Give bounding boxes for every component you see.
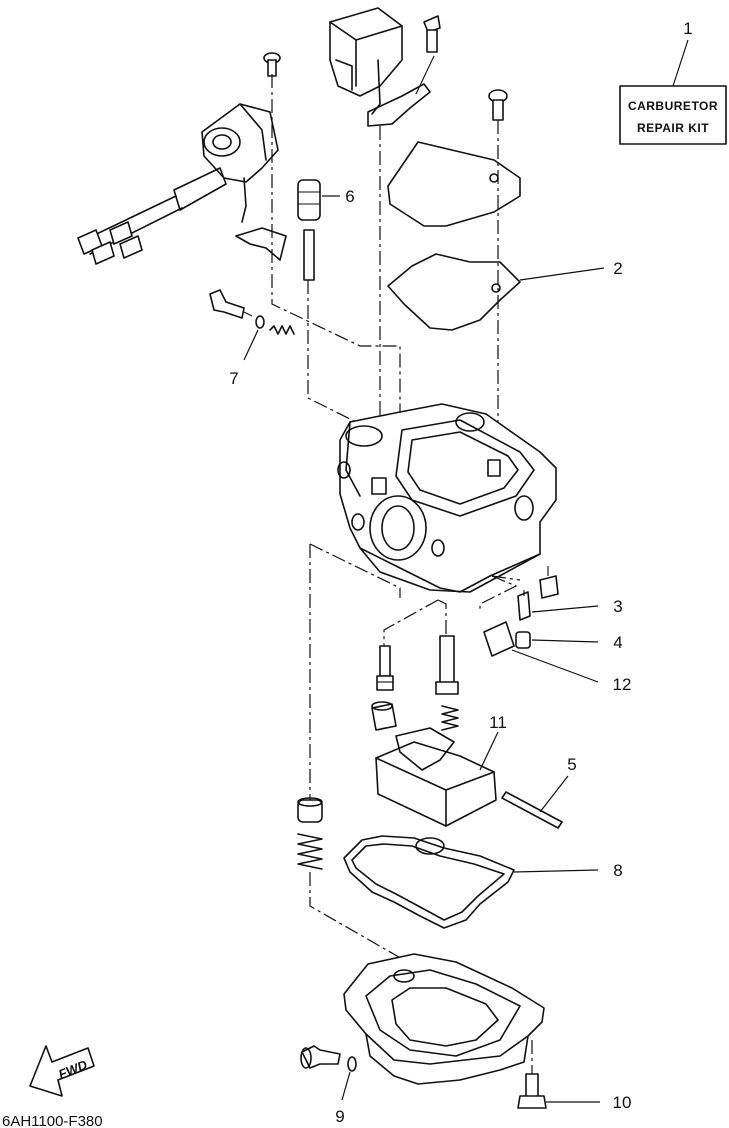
part-10-bowl-screw: 10	[517, 1040, 632, 1112]
part-12-clip: 12	[483, 621, 632, 694]
main-jet	[376, 645, 394, 691]
solenoid-screw	[423, 15, 441, 53]
starter-valve	[77, 103, 279, 265]
pump-spring	[297, 833, 323, 870]
part-3-needle-valve: 3	[517, 590, 623, 621]
kit-label-line2: REPAIR KIT	[637, 121, 709, 135]
starter-screw	[263, 52, 281, 77]
carburetor-body	[337, 403, 557, 593]
alignment-lines-bottom	[309, 872, 405, 961]
top-cover-screw	[488, 89, 508, 121]
needle-spring	[441, 705, 459, 731]
part-8-bowl-gasket: 8	[343, 835, 623, 929]
part-11-float: 11	[375, 713, 507, 827]
pump-cap	[297, 797, 323, 823]
clip-plate	[235, 227, 287, 261]
part-5-float-pin: 5	[501, 755, 577, 829]
callout-11: 11	[489, 713, 507, 732]
callout-3: 3	[613, 597, 622, 616]
fuel-solenoid	[329, 7, 435, 127]
alignment-lines-middle	[309, 543, 521, 808]
callout-12: 12	[613, 675, 632, 694]
callout-1: 1	[683, 19, 692, 38]
callout-6: 6	[345, 187, 354, 206]
jet-plug	[371, 701, 397, 731]
callout-5: 5	[567, 755, 576, 774]
callout-10: 10	[613, 1093, 632, 1112]
callout-7: 7	[229, 369, 238, 388]
part-6-cap: 6	[297, 179, 355, 221]
callout-8: 8	[613, 861, 622, 880]
fwd-arrow-icon: FWD	[29, 1045, 95, 1097]
jet-screw-small	[539, 566, 559, 599]
part-7-pilot-screw: 7	[209, 289, 295, 388]
guide-rod	[303, 229, 315, 281]
part-2-gasket: 2	[387, 253, 623, 331]
float-bowl	[343, 953, 545, 1085]
part-9-drain-screw: 9	[300, 1045, 357, 1126]
callout-2: 2	[613, 259, 622, 278]
callout-9: 9	[335, 1107, 344, 1126]
kit-label-line1: CARBURETOR	[628, 99, 718, 113]
emulsion-tube	[435, 635, 459, 695]
drawing-code: 6AH1100-F380	[2, 1113, 103, 1128]
repair-kit-box: CARBURETOR REPAIR KIT 1	[619, 19, 727, 145]
callout-4: 4	[613, 633, 622, 652]
top-cover	[387, 141, 521, 227]
part-4-valve-seat: 4	[515, 631, 623, 652]
